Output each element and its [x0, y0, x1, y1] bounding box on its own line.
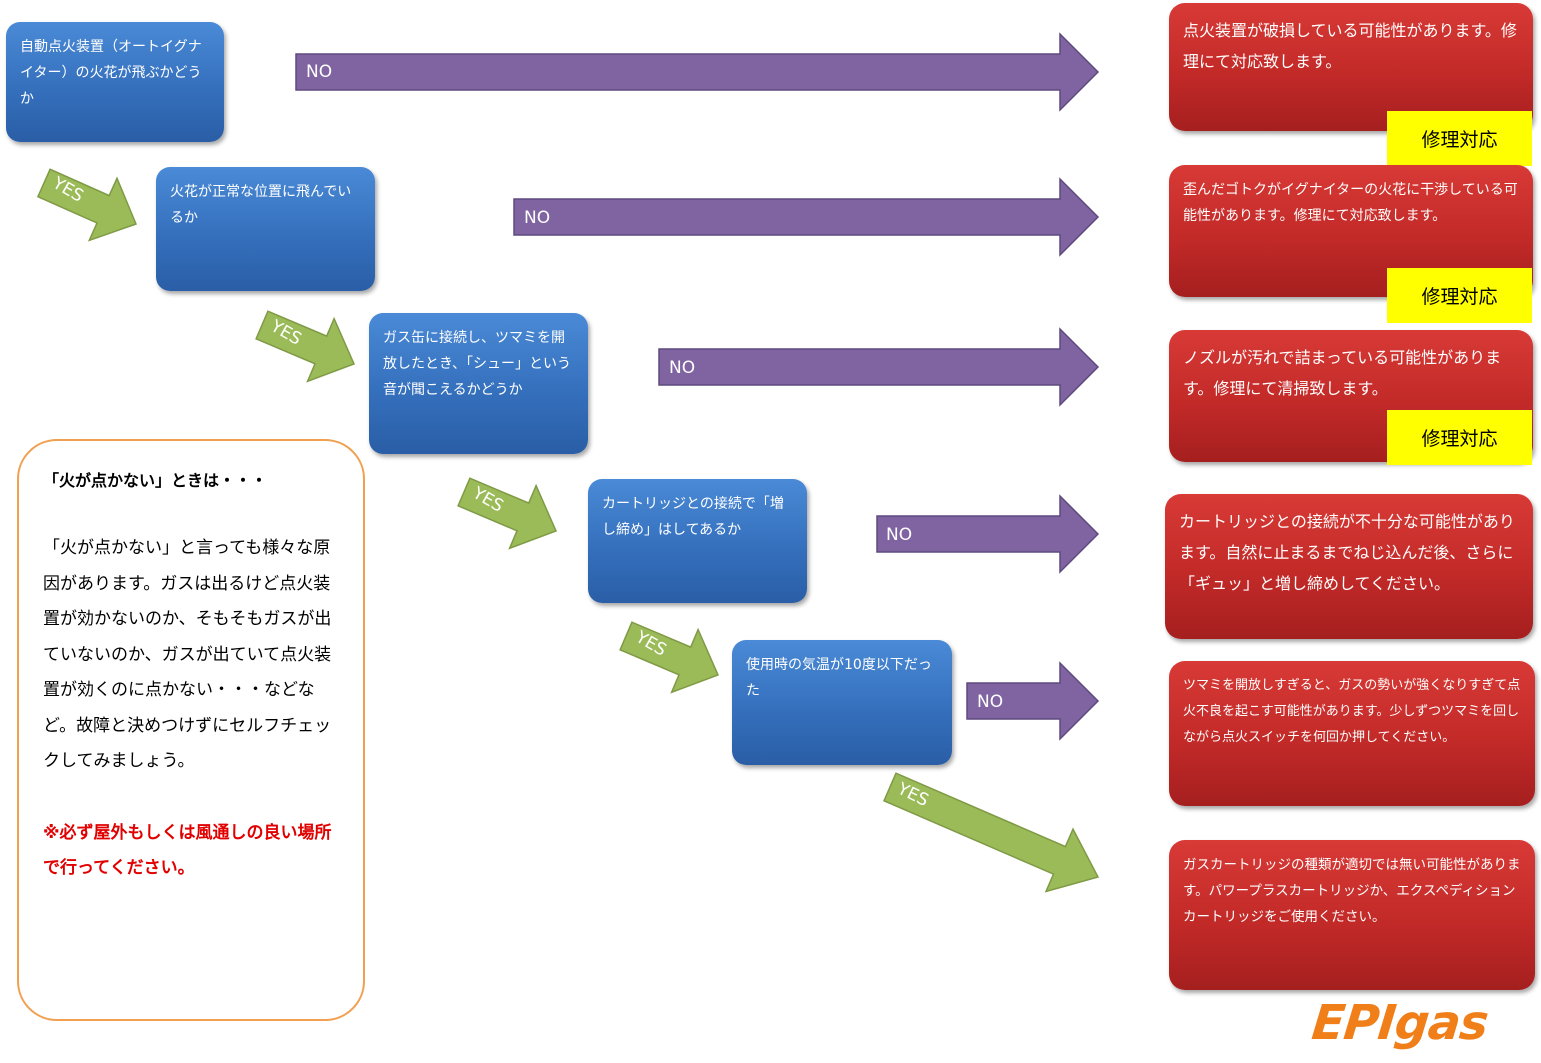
repair-tag-1: 修理対応: [1387, 111, 1532, 166]
epigas-logo: EPIgas: [1309, 995, 1491, 1051]
info-body: 「火が点かない」と言っても様々な原因があります。ガスは出るけど点火装置が効かない…: [43, 538, 332, 771]
yes-arrow-2: [255, 310, 356, 383]
question-box-2: 火花が正常な位置に飛んでいるか: [156, 167, 375, 291]
question-box-5: 使用時の気温が10度以下だった: [732, 640, 952, 765]
no-arrow-1: [295, 32, 1100, 112]
no-label-1: NO: [306, 62, 333, 82]
yes-arrow-1: [36, 168, 137, 242]
yes-arrow-4: [619, 621, 720, 694]
info-title: 「火が点かない」ときは・・・: [43, 471, 268, 490]
yes-arrow-5: [883, 772, 1100, 893]
no-label-5: NO: [977, 692, 1004, 712]
question-box-4: カートリッジとの接続で「増し締め」はしてあるか: [588, 479, 807, 603]
no-arrow-4: [876, 494, 1100, 574]
repair-tag-2: 修理対応: [1387, 268, 1532, 323]
info-box: 「火が点かない」ときは・・・ 「火が点かない」と言っても様々な原因があります。ガ…: [17, 439, 365, 1021]
repair-tag-3: 修理対応: [1387, 410, 1532, 465]
question-box-1: 自動点火装置（オートイグナイター）の火花が飛ぶかどうか: [6, 22, 224, 142]
yes-arrow-3: [457, 477, 558, 550]
no-arrow-3: [658, 327, 1100, 407]
no-label-2: NO: [524, 208, 551, 228]
no-label-4: NO: [886, 525, 913, 545]
info-warning: ※必ず屋外もしくは風通しの良い場所で行ってください。: [43, 822, 332, 879]
result-box-6: ガスカートリッジの種類が適切では無い可能性があります。パワープラスカートリッジか…: [1169, 840, 1535, 990]
no-label-3: NO: [669, 358, 696, 378]
question-box-3: ガス缶に接続し、ツマミを開放したとき、「シュー」という音が聞こえるかどうか: [369, 313, 588, 454]
no-arrow-5: [966, 661, 1100, 741]
result-box-4: カートリッジとの接続が不十分な可能性があります。自然に止まるまでねじ込んだ後、さ…: [1165, 494, 1533, 639]
no-arrow-2: [513, 177, 1100, 257]
result-box-5: ツマミを開放しすぎると、ガスの勢いが強くなりすぎて点火不良を起こす可能性がありま…: [1169, 661, 1535, 806]
result-box-1: 点火装置が破損している可能性があります。修理にて対応致します。: [1169, 3, 1533, 131]
